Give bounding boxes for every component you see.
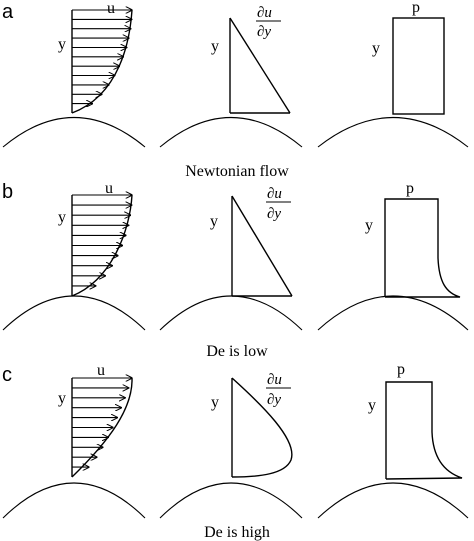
pressure-profile: p y: [317, 361, 469, 519]
shear-gradient-profile: y ∂u ∂y: [159, 186, 303, 331]
y-label: y: [58, 390, 66, 407]
surface-curve: [2, 116, 146, 148]
shear-gradient-profile: y ∂u ∂y: [159, 5, 303, 148]
p-label: p: [406, 180, 414, 197]
gradient-denominator: ∂y: [267, 206, 281, 222]
shear-gradient-profile: y ∂u ∂y: [159, 372, 303, 519]
pressure-shape: [384, 198, 461, 298]
y-label: y: [210, 213, 218, 230]
y-label: y: [58, 209, 66, 226]
p-label: p: [397, 361, 405, 378]
p-label: p: [412, 0, 420, 16]
panel-caption: De is high: [204, 524, 270, 541]
y-label: y: [372, 40, 380, 57]
velocity-arrows: [72, 10, 132, 104]
panel-letter: a: [2, 1, 14, 23]
surface-curve: [317, 116, 469, 148]
panel-a: a u y y ∂u ∂y p y Newtonian: [2, 0, 469, 180]
y-label: y: [365, 217, 373, 234]
y-label: y: [58, 36, 66, 53]
panel-letter: c: [2, 364, 12, 386]
panel-b: b u y y ∂u ∂y p y De is low: [2, 180, 469, 360]
panel-caption: De is low: [206, 343, 268, 360]
velocity-profile: u y: [2, 362, 146, 519]
u-label: u: [97, 362, 105, 379]
gradient-denominator: ∂y: [267, 392, 281, 408]
gradient-numerator: ∂u: [267, 372, 282, 388]
panel-letter: b: [2, 181, 13, 203]
gradient-numerator: ∂u: [267, 186, 282, 202]
surface-curve: [2, 482, 146, 519]
velocity-profile: u y: [2, 180, 146, 331]
y-label: y: [368, 397, 376, 414]
surface-curve: [2, 295, 146, 331]
velocity-arrows: [72, 195, 132, 286]
panel-c: c u y y ∂u ∂y p y De is high: [2, 361, 469, 541]
velocity-curve: [71, 9, 133, 114]
surface-curve: [159, 295, 303, 331]
gradient-denominator: ∂y: [257, 24, 271, 40]
pressure-shape: [385, 381, 463, 480]
surface-curve: [159, 116, 303, 148]
gradient-numerator: ∂u: [257, 5, 272, 21]
u-label: u: [107, 0, 115, 17]
pressure-profile: p y: [317, 0, 469, 148]
velocity-profile: u y: [2, 0, 146, 148]
pressure-profile: p y: [317, 180, 469, 331]
surface-curve: [317, 482, 469, 519]
pressure-rect: [392, 17, 445, 115]
y-label: y: [211, 38, 219, 55]
gradient-curve: [231, 377, 293, 478]
panel-caption: Newtonian flow: [185, 163, 289, 180]
y-label: y: [211, 394, 219, 411]
gradient-line: [229, 17, 291, 114]
surface-curve: [317, 295, 469, 331]
velocity-arrows: [72, 378, 132, 467]
u-label: u: [105, 180, 113, 197]
gradient-line: [231, 195, 293, 297]
surface-curve: [159, 482, 303, 519]
